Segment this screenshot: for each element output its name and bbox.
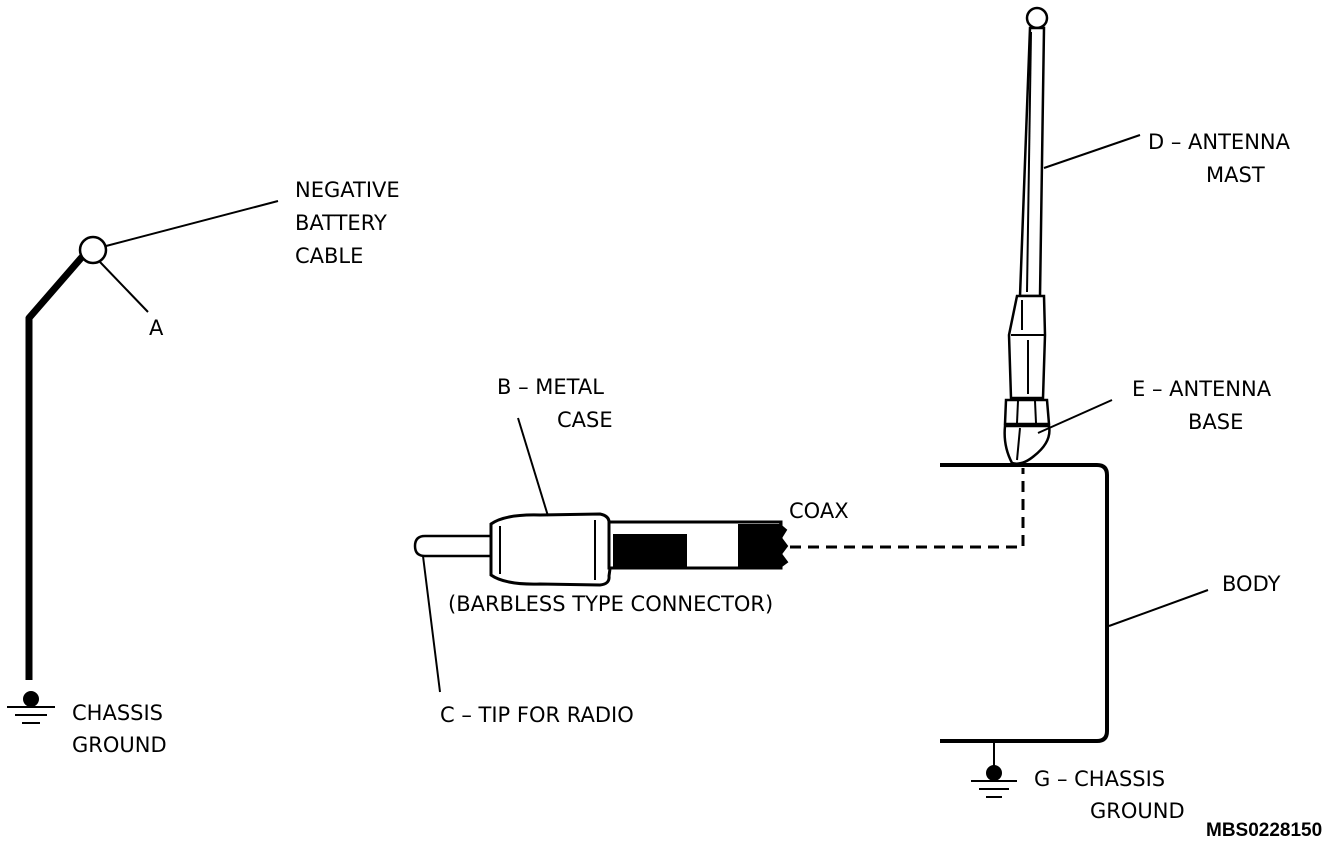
coax-run (790, 468, 1025, 549)
metal-case (489, 512, 613, 587)
antenna-base (1003, 424, 1051, 465)
label-metal-case-2: CASE (557, 408, 613, 432)
radio-tip (413, 534, 491, 558)
label-negative-cable-3: CABLE (295, 244, 363, 268)
leader-negative-cable (105, 200, 279, 247)
antenna-mast (1018, 26, 1046, 298)
base-nut (1003, 398, 1051, 426)
label-chassis-ground-left-2: GROUND (72, 733, 167, 757)
figure-code: MBS0228150 (1206, 820, 1322, 841)
label-negative-cable-1: NEGATIVE (295, 178, 400, 202)
chassis-ground-right-symbol (971, 741, 1017, 798)
label-antenna-base-1: E – ANTENNA (1132, 377, 1272, 401)
label-antenna-mast-1: D – ANTENNA (1148, 130, 1291, 154)
leader-a (99, 261, 149, 313)
label-coax: COAX (789, 499, 849, 523)
label-body: BODY (1222, 572, 1281, 596)
label-chassis-ground-right-2: GROUND (1090, 799, 1185, 823)
antenna-assembly (1003, 6, 1141, 465)
label-tip-for-radio: C – TIP FOR RADIO (440, 703, 634, 727)
label-antenna-mast-2: MAST (1206, 163, 1265, 187)
label-chassis-ground-left-1: CHASSIS (72, 701, 163, 725)
vehicle-body (940, 463, 1109, 743)
negative-battery-cable (25, 200, 279, 680)
leader-base (1037, 399, 1113, 434)
mast-tip (1025, 6, 1049, 30)
leader-tip (422, 555, 441, 693)
label-negative-cable-2: BATTERY (295, 211, 387, 235)
label-a: A (149, 316, 164, 340)
barbless-connector (413, 417, 789, 693)
leader-metal-case (517, 417, 549, 517)
leader-mast (1043, 134, 1141, 169)
leader-body (1108, 589, 1209, 627)
battery-terminal (78, 235, 108, 265)
label-metal-case-1: B – METAL (497, 375, 604, 399)
label-antenna-base-2: BASE (1188, 410, 1243, 434)
chassis-ground-left-symbol (7, 691, 55, 724)
label-connector-type: (BARBLESS TYPE CONNECTOR) (448, 592, 773, 616)
label-chassis-ground-right-1: G – CHASSIS (1034, 767, 1165, 791)
